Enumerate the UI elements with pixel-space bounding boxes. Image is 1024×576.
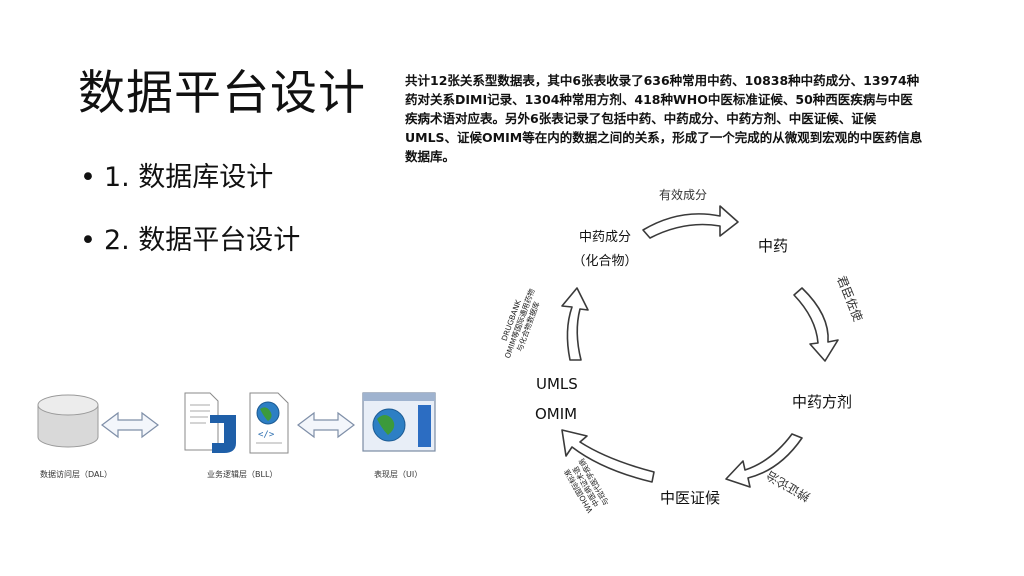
bullet-dot: • bbox=[80, 162, 96, 193]
cycle-diagram bbox=[561, 205, 839, 488]
bullet-text: 数据平台设计 bbox=[138, 225, 301, 256]
browser-window-icon bbox=[362, 392, 436, 452]
page-title: 数据平台设计 bbox=[78, 66, 366, 121]
bullet-number: 1. bbox=[103, 162, 130, 193]
node-prescription: 中药方剂 bbox=[792, 393, 853, 411]
node-syndrome: 中医证候 bbox=[660, 489, 721, 507]
bullet-item-2: •2. 数据平台设计 bbox=[80, 218, 300, 257]
node-herb: 中药 bbox=[758, 237, 789, 255]
node-omim: OMIM bbox=[535, 405, 578, 423]
description-text: 共计12张关系型数据表，其中6张表收录了636种常用中药、10838种中药成分、… bbox=[405, 73, 923, 164]
node-ingredient-label: 中药成分 bbox=[578, 230, 631, 245]
node-umls: UMLS bbox=[536, 375, 578, 393]
node-ingredient: 中药成分 （化合物） bbox=[572, 226, 638, 274]
bullet-dot: • bbox=[80, 225, 96, 256]
double-arrow-icon bbox=[101, 411, 159, 439]
node-ingredient-sub: （化合物） bbox=[572, 254, 638, 269]
arrow-junchen bbox=[793, 287, 839, 362]
architecture-diagram: </> bbox=[37, 392, 436, 454]
dal-label: 数据访问层（DAL） bbox=[40, 470, 112, 479]
arrow-bianzheng bbox=[725, 433, 803, 488]
arrow-drugbank bbox=[561, 287, 589, 361]
svg-text:</>: </> bbox=[258, 430, 275, 440]
java-document-icon bbox=[184, 392, 236, 453]
double-arrow-icon bbox=[297, 411, 355, 439]
database-icon bbox=[37, 394, 99, 448]
web-document-icon: </> bbox=[249, 392, 289, 454]
edge-effective-label: 有效成分 bbox=[659, 188, 708, 202]
arrow-effective-ingredient bbox=[642, 205, 739, 239]
bll-label: 业务逻辑层（BLL） bbox=[207, 470, 278, 479]
ui-label: 表现层（UI） bbox=[374, 470, 423, 479]
arrow-who bbox=[561, 429, 655, 483]
bullet-number: 2. bbox=[103, 225, 130, 256]
bullet-text: 数据库设计 bbox=[138, 162, 274, 193]
bullet-item-1: •1. 数据库设计 bbox=[80, 155, 273, 194]
